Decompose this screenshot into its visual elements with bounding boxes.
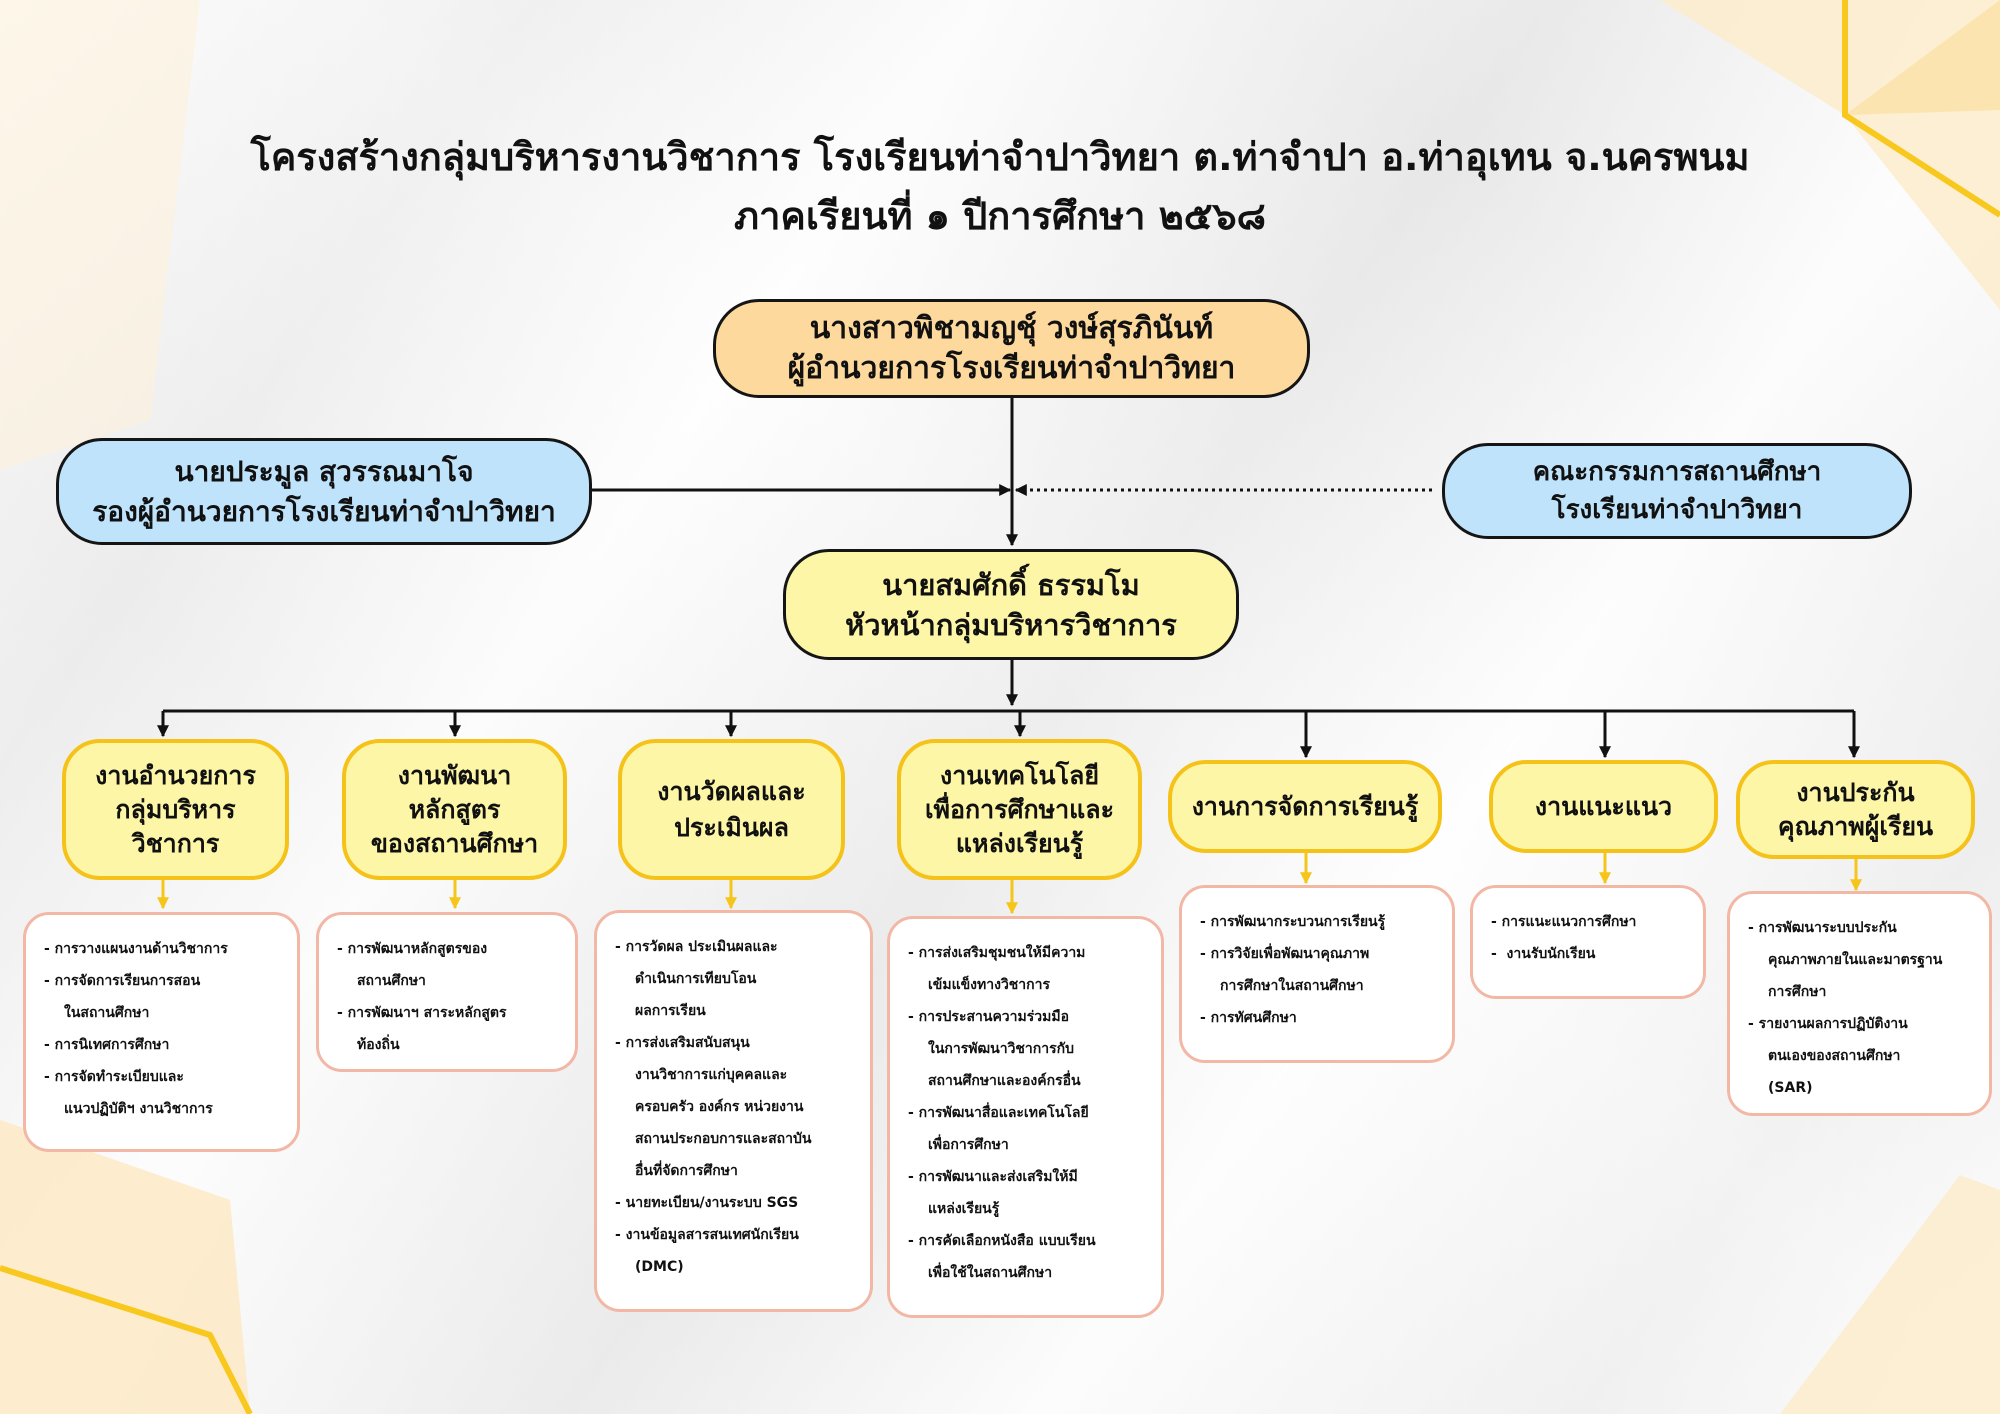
top-left-shape (0, 0, 200, 470)
list-item: - การวัดผล ประเมินผลและ ดำเนินการเทียบโอ… (615, 939, 778, 1019)
page-title: โครงสร้างกลุ่มบริหารงานวิชาการ โรงเรียนท… (250, 135, 1750, 179)
unit-quality-assurance-list: - การพัฒนาระบบประกัน คุณภาพภายในและมาตรฐ… (1727, 891, 1992, 1116)
list-item: - การทัศนศึกษา (1200, 1010, 1297, 1026)
deputy-role: รองผู้อำนวยการโรงเรียนท่าจำปาวิทยา (92, 494, 556, 528)
unit-edtech: งานเทคโนโลยี เพื่อการศึกษาและ แหล่งเรียน… (897, 739, 1142, 880)
list-item: - การพัฒนาฯ สาระหลักสูตร ท้องถิ่น (337, 1005, 507, 1053)
unit-title-line: ประเมินผล (674, 812, 789, 842)
bottom-left-shape (0, 1120, 250, 1414)
unit-title-line: แหล่งเรียนรู้ (955, 828, 1084, 858)
unit-drop-arrows (157, 711, 1860, 759)
list-item: - การส่งเสริมสนับสนุน งานวิชาการแก่บุคคล… (615, 1035, 812, 1179)
list-item: - การวิจัยเพื่อพัฒนาคุณภาพ การศึกษาในสถา… (1200, 946, 1370, 994)
unit-title-line: คุณภาพผู้เรียน (1777, 811, 1934, 841)
list-item: - การจัดทำระเบียบและ แนวปฏิบัติฯ งานวิชา… (44, 1069, 213, 1117)
top-right-facet (1845, 0, 2000, 115)
list-item: - การประสานความร่วมมือ ในการพัฒนาวิชาการ… (908, 1009, 1081, 1089)
unit-guidance: งานแนะแนว (1489, 760, 1718, 853)
list-item: - การแนะแนวการศึกษา (1491, 914, 1637, 930)
unit-assessment: งานวัดผลและ ประเมินผล (618, 739, 845, 880)
unit-academic-admin-list: - การวางแผนงานด้านวิชาการ - การจัดการเรี… (23, 912, 300, 1152)
academic-head-box: นายสมศักดิ์ ธรรมโม หัวหน้ากลุ่มบริหารวิช… (783, 549, 1239, 660)
unit-title-line: วิชาการ (131, 828, 220, 858)
page-subtitle: ภาคเรียนที่ ๑ ปีการศึกษา ๒๕๖๘ (734, 194, 1266, 238)
unit-title-line: ของสถานศึกษา (370, 828, 539, 858)
list-item: - การพัฒนากระบวนการเรียนรู้ (1200, 914, 1386, 930)
bottom-right-shape (1780, 1175, 2000, 1414)
head-name: นายสมศักดิ์ ธรรมโม (882, 567, 1140, 602)
unit-quality-assurance: งานประกัน คุณภาพผู้เรียน (1736, 760, 1975, 859)
bottom-left-accent-line (0, 1265, 253, 1414)
list-item: - การนิเทศการศึกษา (44, 1037, 170, 1053)
list-item: - งานข้อมูลสารสนเทศนักเรียน (DMC) (615, 1227, 799, 1275)
list-item: - การวางแผนงานด้านวิชาการ (44, 941, 228, 957)
committee-line2: โรงเรียนท่าจำปาวิทยา (1551, 495, 1803, 525)
list-item: - การจัดการเรียนการสอน ในสถานศึกษา (44, 973, 201, 1021)
director-box: นางสาวพิชามญชุ์ วงษ์สุรภินันท์ ผู้อำนวยก… (713, 299, 1310, 398)
unit-title-line: งานอำนวยการ (95, 760, 256, 790)
committee-line1: คณะกรรมการสถานศึกษา (1532, 457, 1822, 487)
unit-curriculum-list: - การพัฒนาหลักสูตรของ สถานศึกษา - การพัฒ… (316, 912, 578, 1072)
list-item: - การพัฒนาสื่อและเทคโนโลยี เพื่อการศึกษา (908, 1105, 1089, 1153)
unit-title-line: งานแนะแนว (1534, 791, 1673, 821)
unit-title-line: งานวัดผลและ (657, 776, 806, 806)
list-item: - งานรับนักเรียน (1491, 946, 1596, 962)
director-role: ผู้อำนวยการโรงเรียนท่าจำปาวิทยา (787, 350, 1236, 386)
unit-title-line: งานพัฒนา (397, 760, 512, 790)
committee-box: คณะกรรมการสถานศึกษา โรงเรียนท่าจำปาวิทยา (1442, 443, 1912, 539)
list-item: - นายทะเบียน/งานระบบ SGS (615, 1195, 799, 1211)
deputy-box: นายประมูล สุวรรณมาโจ รองผู้อำนวยการโรงเร… (56, 438, 592, 545)
unit-title-line: หลักสูตร (408, 794, 501, 824)
unit-assessment-list: - การวัดผล ประเมินผลและ ดำเนินการเทียบโอ… (594, 910, 873, 1312)
unit-title-line: งานการจัดการเรียนรู้ (1191, 791, 1419, 821)
director-name: นางสาวพิชามญชุ์ วงษ์สุรภินันท์ (809, 310, 1214, 346)
unit-title-line: งานเทคโนโลยี (940, 760, 1099, 790)
unit-learning-management: งานการจัดการเรียนรู้ (1168, 760, 1442, 853)
list-item: - การคัดเลือกหนังสือ แบบเรียน เพื่อใช้ใน… (908, 1233, 1096, 1281)
unit-edtech-list: - การส่งเสริมชุมชนให้มีความ เข้มแข็งทางว… (887, 916, 1164, 1318)
list-item: - การพัฒนาระบบประกัน คุณภาพภายในและมาตรฐ… (1748, 920, 1943, 1000)
unit-guidance-list: - การแนะแนวการศึกษา - งานรับนักเรียน (1470, 885, 1706, 999)
list-item: - การพัฒนาหลักสูตรของ สถานศึกษา (337, 941, 488, 989)
unit-learning-management-list: - การพัฒนากระบวนการเรียนรู้ - การวิจัยเพ… (1179, 885, 1455, 1063)
unit-curriculum: งานพัฒนา หลักสูตร ของสถานศึกษา (342, 739, 567, 880)
head-role: หัวหน้ากลุ่มบริหารวิชาการ (845, 607, 1177, 642)
unit-academic-admin: งานอำนวยการ กลุ่มบริหาร วิชาการ (62, 739, 289, 880)
deputy-name: นายประมูล สุวรรณมาโจ (174, 454, 474, 488)
unit-title-line: เพื่อการศึกษาและ (924, 794, 1115, 824)
top-right-accent-line (1842, 0, 2000, 218)
unit-title-line: งานประกัน (1796, 777, 1915, 807)
list-item: - รายงานผลการปฏิบัติงาน ตนเองของสถานศึกษ… (1748, 1016, 1908, 1096)
unit-title-line: กลุ่มบริหาร (115, 794, 236, 824)
unit-to-list-arrows (157, 853, 1862, 915)
list-item: - การพัฒนาและส่งเสริมให้มี แหล่งเรียนรู้ (908, 1169, 1078, 1217)
list-item: - การส่งเสริมชุมชนให้มีความ เข้มแข็งทางว… (908, 945, 1086, 993)
